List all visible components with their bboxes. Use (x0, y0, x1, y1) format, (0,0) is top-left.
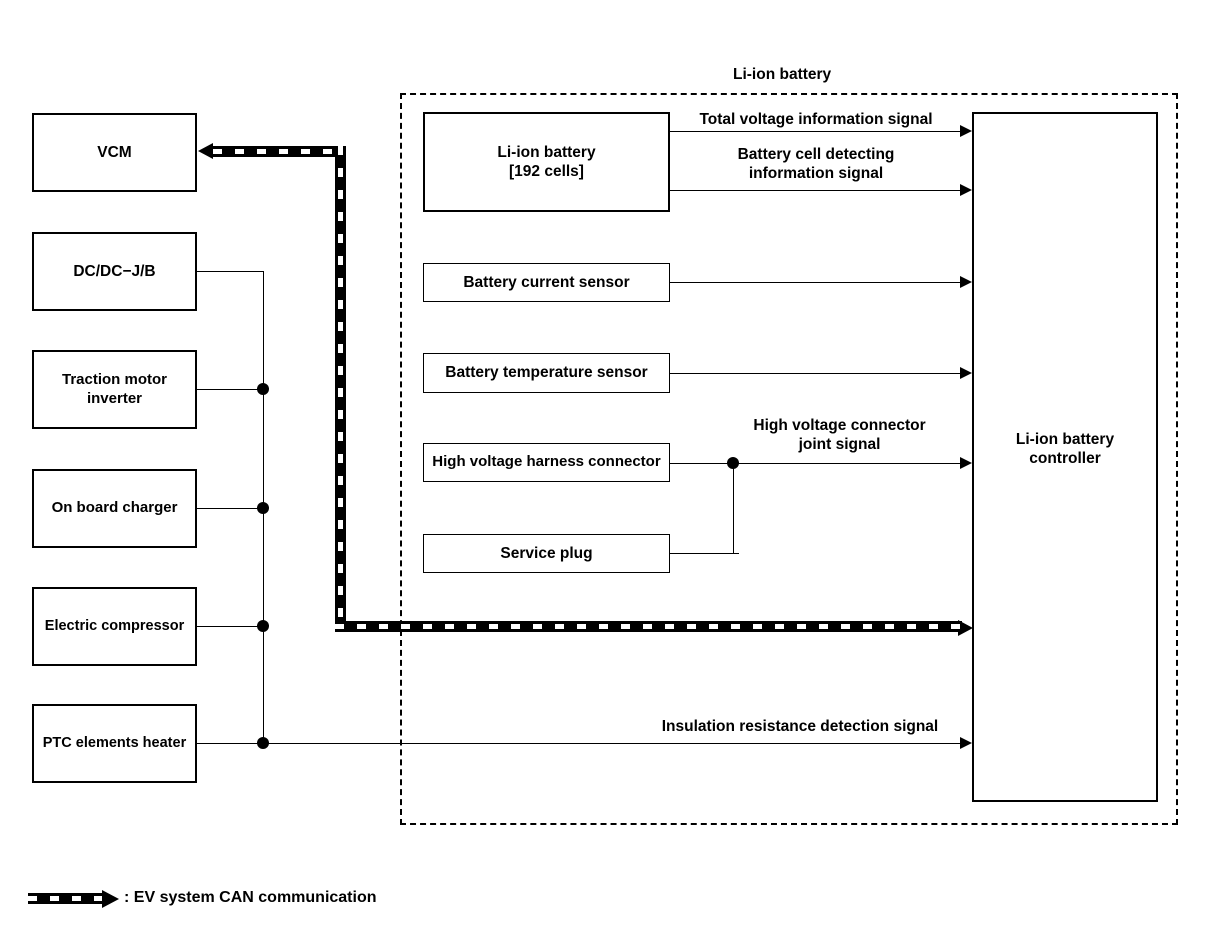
junction-ptc-elements-heater (257, 737, 269, 749)
arrowhead-battery-cell-detecting (960, 184, 972, 196)
signal-label-hv-connector-joint: High voltage connector joint signal (753, 417, 926, 453)
block-high-voltage-harness-connector[interactable]: High voltage harness connector (423, 443, 670, 482)
wire-on-board-charger-stub (197, 508, 264, 509)
block-vcm[interactable]: VCM (32, 113, 197, 192)
legend-label: : EV system CAN communication (124, 889, 377, 906)
block-on-board-charger[interactable]: On board charger (32, 469, 197, 548)
junction-electric-compressor (257, 620, 269, 632)
li-ion-battery-group-title: Li-ion battery (733, 66, 832, 83)
arrowhead-total-voltage (960, 125, 972, 137)
legend-can-bus-icon (28, 887, 120, 909)
wire-insulation-resistance (197, 743, 962, 744)
junction-traction-motor-inverter (257, 383, 269, 395)
arrowhead-can-to-vcm (198, 143, 213, 159)
wire-battery-current-sensor (670, 282, 962, 283)
can-bus-segment-top (213, 146, 346, 157)
arrowhead-battery-current-sensor (960, 276, 972, 288)
wire-battery-cell-detecting (670, 190, 962, 191)
wire-hv-connector-joint (670, 463, 962, 464)
wire-dcdc-jb-stub (197, 271, 264, 272)
wire-service-plug-riser (733, 463, 734, 553)
signal-label-total-voltage: Total voltage information signal (699, 111, 933, 128)
block-traction-motor-inverter[interactable]: Traction motor inverter (32, 350, 197, 429)
legend-can-bus-bar (28, 893, 106, 904)
wire-electric-compressor-stub (197, 626, 264, 627)
wire-total-voltage (670, 131, 962, 132)
block-service-plug[interactable]: Service plug (423, 534, 670, 573)
wire-battery-temperature-sensor (670, 373, 962, 374)
li-ion-battery-group-boundary (400, 93, 1178, 825)
signal-label-insulation-resistance: Insulation resistance detection signal (661, 718, 939, 735)
wire-traction-motor-inverter-stub (197, 389, 264, 390)
arrowhead-hv-connector-joint (960, 457, 972, 469)
arrowhead-insulation-resistance (960, 737, 972, 749)
block-battery-temperature-sensor[interactable]: Battery temperature sensor (423, 353, 670, 393)
arrowhead-battery-temperature-sensor (960, 367, 972, 379)
legend: : EV system CAN communication (28, 887, 377, 909)
block-battery-current-sensor[interactable]: Battery current sensor (423, 263, 670, 302)
block-li-ion-battery[interactable]: Li-ion battery [192 cells] (423, 112, 670, 212)
can-bus-segment-bottom (335, 621, 962, 632)
legend-can-bus-arrowhead (102, 890, 119, 908)
block-ptc-elements-heater[interactable]: PTC elements heater (32, 704, 197, 783)
block-dcdc-jb[interactable]: DC/DC−J/B (32, 232, 197, 311)
can-bus-segment-vertical (335, 146, 346, 632)
junction-on-board-charger (257, 502, 269, 514)
wire-service-plug (670, 553, 739, 554)
block-li-ion-battery-controller[interactable]: Li-ion battery controller (972, 112, 1158, 802)
signal-label-battery-cell-detecting: Battery cell detecting information signa… (737, 146, 895, 182)
block-electric-compressor[interactable]: Electric compressor (32, 587, 197, 666)
junction-hv-connector-service-plug (727, 457, 739, 469)
